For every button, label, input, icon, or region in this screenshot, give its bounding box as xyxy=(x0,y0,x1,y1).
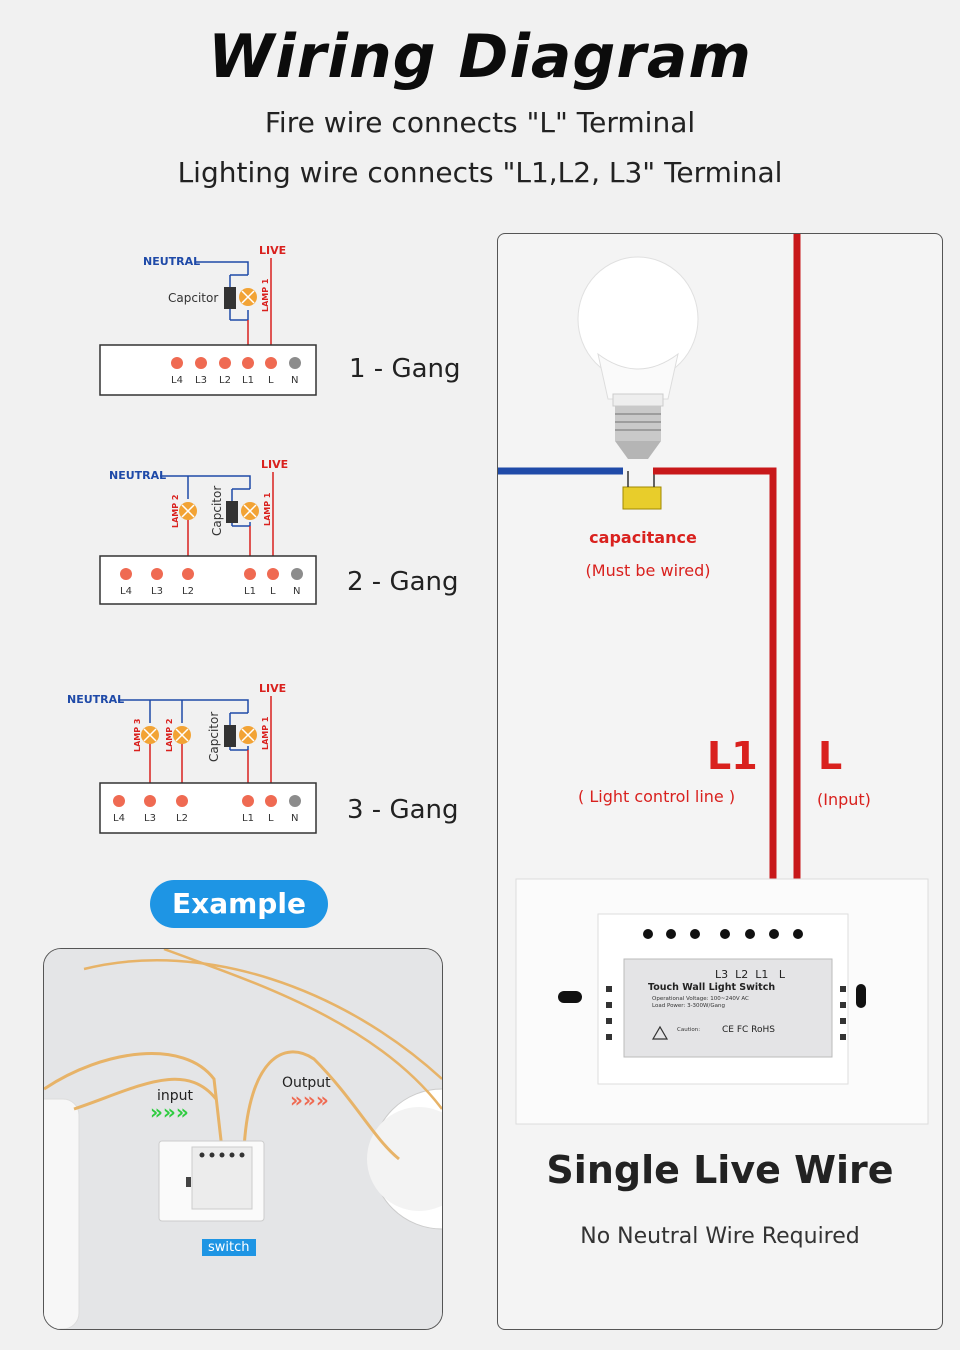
gang-2-neutral-label: NEUTRAL xyxy=(109,469,166,482)
gang-1-terminal-l: L xyxy=(268,375,274,386)
gang-2-diagram: NEUTRAL LIVE Capcitor LAMP 2 LAMP 1 L4 L… xyxy=(99,458,317,605)
l1-wire xyxy=(653,467,777,934)
gang-3-terminal-l1: L1 xyxy=(242,813,254,824)
capacitor-icon xyxy=(622,486,662,510)
output-arrows-icon: »»» xyxy=(290,1088,329,1112)
gang-1-terminal-l2: L2 xyxy=(219,375,231,386)
gang-3-terminal-l4: L4 xyxy=(113,813,125,824)
gang-diagrams: NEUTRAL LIVE Capcitor LAMP 1 L4 L3 L2 L1… xyxy=(67,244,317,834)
module-terminal-labels: L3 L2 L1 L xyxy=(715,968,786,981)
example-photo: »»» »»» input Output switch xyxy=(43,948,443,1330)
example-badge: Example xyxy=(150,880,328,928)
example-switch-label: switch xyxy=(202,1239,256,1256)
subtitle-lighting-wire: Lighting wire connects "L1,L2, L3" Termi… xyxy=(177,156,783,189)
l1-description: ( Light control line ) xyxy=(578,787,736,806)
gang-3-lamp-2-label: LAMP 2 xyxy=(165,719,174,752)
gang-1-capacitor xyxy=(224,287,236,309)
input-arrows-icon: »»» xyxy=(150,1100,189,1124)
gang-3-capacitor xyxy=(224,725,236,747)
gang-2-terminal-l1: L1 xyxy=(244,586,256,597)
power-socket xyxy=(44,1098,80,1329)
module-name: Touch Wall Light Switch xyxy=(648,982,775,993)
single-live-wire-diagram: L3 L2 L1 L Touch Wall Light Switch Opera… xyxy=(498,234,929,1125)
gang-2-terminal-l2: L2 xyxy=(182,586,194,597)
module-spec-load: Load Power: 3-300W/Gang xyxy=(652,1003,725,1009)
gang-1-terminal-n: N xyxy=(291,375,298,386)
gang-3-lamp-1-label: LAMP 1 xyxy=(261,716,270,750)
gang-2-capacitor xyxy=(226,501,238,523)
must-be-wired-note: (Must be wired) xyxy=(585,561,711,580)
gang-2-terminal-n: N xyxy=(293,586,300,597)
l-terminal-label: L xyxy=(818,734,843,778)
light-bulb-icon xyxy=(577,256,699,459)
gang-3-diagram: NEUTRAL LIVE Capcitor LAMP 3 LAMP 2 LAMP… xyxy=(67,682,317,834)
gang-2-label: 2 - Gang xyxy=(347,567,459,597)
gang-1-live-label: LIVE xyxy=(259,244,286,257)
gang-2-terminal-l4: L4 xyxy=(120,586,132,597)
gang-2-lamp-1-label: LAMP 1 xyxy=(263,492,272,526)
l1-terminal-label: L1 xyxy=(707,734,758,778)
l-description: (Input) xyxy=(817,790,871,809)
gang-3-neutral-label: NEUTRAL xyxy=(67,693,124,706)
gang-3-terminal-l2: L2 xyxy=(176,813,188,824)
module-spec-voltage: Operational Voltage: 100~240V AC xyxy=(652,996,749,1002)
gang-1-terminal-l3: L3 xyxy=(195,375,207,386)
gang-3-lamp-3-label: LAMP 3 xyxy=(133,719,142,752)
no-neutral-subtitle: No Neutral Wire Required xyxy=(580,1224,860,1249)
gang-3-capacitor-label: Capcitor xyxy=(207,712,221,762)
gang-3-terminal-l: L xyxy=(268,813,274,824)
gang-2-switch-box xyxy=(99,555,317,605)
gang-3-label: 3 - Gang xyxy=(347,795,459,825)
gang-1-switch-box xyxy=(99,344,317,396)
gang-1-diagram: NEUTRAL LIVE Capcitor LAMP 1 L4 L3 L2 L1… xyxy=(99,244,317,396)
gang-2-live-label: LIVE xyxy=(261,458,288,471)
example-output-label: Output xyxy=(282,1075,331,1091)
gang-1-terminal-l1: L1 xyxy=(242,375,254,386)
gang-1-label: 1 - Gang xyxy=(349,354,461,384)
gang-3-live-label: LIVE xyxy=(259,682,286,695)
gang-1-neutral-label: NEUTRAL xyxy=(143,255,200,268)
gang-2-capacitor-label: Capcitor xyxy=(210,486,224,536)
gang-2-lamp-2-label: LAMP 2 xyxy=(171,495,180,528)
single-live-wire-title: Single Live Wire xyxy=(546,1148,894,1192)
gang-2-terminal-l: L xyxy=(270,586,276,597)
gang-1-lamp-1-label: LAMP 1 xyxy=(261,278,270,312)
gang-3-terminal-l3: L3 xyxy=(144,813,156,824)
gang-1-terminal-l4: L4 xyxy=(171,375,183,386)
gang-1-capacitor-label: Capcitor xyxy=(168,291,218,305)
page-title: Wiring Diagram xyxy=(208,22,752,92)
example-illustration: »»» »»» xyxy=(44,949,442,1329)
switch-back-module xyxy=(515,878,929,1125)
capacitance-label: capacitance xyxy=(589,528,697,547)
module-certification-marks: CE FC RoHS xyxy=(722,1025,775,1035)
example-input-label: input xyxy=(157,1088,194,1104)
single-live-wire-panel: L3 L2 L1 L Touch Wall Light Switch Opera… xyxy=(497,233,943,1330)
subtitle-fire-wire: Fire wire connects "L" Terminal xyxy=(264,106,696,139)
module-caution: Caution: xyxy=(677,1027,700,1033)
gang-3-terminal-n: N xyxy=(291,813,298,824)
gang-3-switch-box xyxy=(99,782,317,834)
gang-2-terminal-l3: L3 xyxy=(151,586,163,597)
